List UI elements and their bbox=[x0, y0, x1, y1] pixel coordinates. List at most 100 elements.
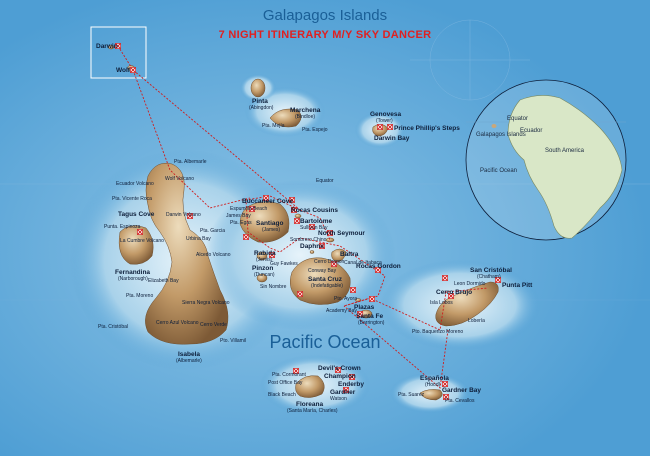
label-genovesa: Genovesa bbox=[370, 111, 401, 118]
label-champion: Champion bbox=[324, 373, 356, 380]
label-enderby: Enderby bbox=[338, 381, 364, 388]
label-sombrero-chino: Sombrero Chino bbox=[290, 237, 327, 243]
label-isla-lobos: Isla Lobos bbox=[430, 300, 453, 306]
label-alcedo: Alcedo Volcano bbox=[196, 252, 231, 258]
island-daphne bbox=[309, 250, 315, 254]
inset-equator: Equator bbox=[507, 116, 528, 122]
label-pta-suarez: Pta. Suarez bbox=[398, 392, 425, 398]
label-post-office-bay: Post Office Bay bbox=[268, 380, 303, 386]
island-fernandina bbox=[118, 225, 154, 265]
inset-south-america: South America bbox=[545, 148, 585, 154]
label-floreana-sub: (Santa María, Charles) bbox=[287, 408, 338, 414]
island-bartolome bbox=[294, 213, 302, 219]
island-north-seymour bbox=[325, 237, 335, 243]
darwin-wolf-inset-box bbox=[90, 26, 147, 79]
label-daphne: Daphne bbox=[300, 243, 324, 250]
label-espumilla: Espumilla Beach bbox=[230, 206, 267, 212]
label-gardner-floreana: Gardner bbox=[330, 389, 356, 396]
label-cerro-azul: Cerro Azul Volcano bbox=[156, 320, 199, 326]
island-espanola bbox=[419, 389, 443, 401]
label-princes-steps: Prince Phillip's Steps bbox=[394, 125, 460, 132]
inset-globe: Equator Galapagos Islands Ecuador South … bbox=[465, 79, 627, 241]
site-labels: Prince Phillip's Steps Darwin Bay Buccan… bbox=[98, 123, 533, 404]
label-santa-fe: Santa Fe bbox=[356, 313, 383, 320]
label-wolf: Wolf bbox=[116, 67, 131, 74]
label-bartolome: Bartolome bbox=[300, 218, 333, 225]
south-america-landmass bbox=[507, 95, 623, 239]
label-watson: Watson bbox=[330, 396, 347, 402]
label-pta-mejia: Pta. Mejía bbox=[262, 123, 285, 129]
island-pinta bbox=[250, 78, 266, 98]
label-pinta: Pinta bbox=[252, 98, 268, 105]
label-rabida: Rabida bbox=[254, 250, 276, 257]
label-pta-garcia: Pta. Garcia bbox=[200, 228, 225, 234]
label-sullivan-bay: Sullivan Bay bbox=[300, 225, 328, 231]
label-cerro-dragon: Cerro Dragon bbox=[314, 259, 345, 265]
label-santa-cruz-sub: (Indefatigable) bbox=[311, 283, 343, 289]
inset-pacific: Pacific Ocean bbox=[480, 168, 517, 174]
label-santiago: Santiago bbox=[256, 220, 283, 227]
itinerary-subtitle: 7 NIGHT ITINERARY M/Y SKY DANCER bbox=[219, 29, 432, 41]
label-san-cristobal: San Cristóbal bbox=[470, 267, 512, 274]
label-cerro-brujo: Cerro Brujo bbox=[436, 289, 472, 296]
islands bbox=[107, 44, 499, 401]
label-pinta-sub: (Abingdon) bbox=[249, 105, 274, 111]
label-san-cristobal-sub: (Chatham) bbox=[477, 274, 501, 280]
label-santiago-sub: (James) bbox=[262, 227, 280, 233]
cruise-route bbox=[117, 45, 489, 389]
label-darwin: Darwin bbox=[96, 43, 118, 50]
label-la-cumbre: La Cumbre Volcano bbox=[120, 238, 164, 244]
label-pto-baquerizo: Pto. Baquerizo Moreno bbox=[412, 329, 463, 335]
inset-galapagos: Galapagos Islands bbox=[476, 132, 526, 138]
inset-ecuador: Ecuador bbox=[520, 128, 542, 134]
label-fernandina-sub: (Narborough) bbox=[118, 276, 148, 282]
island-baltra bbox=[331, 248, 347, 263]
label-rabida-sub: (Jervis) bbox=[256, 257, 273, 263]
equator-label: Equator bbox=[316, 178, 334, 184]
label-sierra-negra: Sierra Negra Volcano bbox=[182, 300, 230, 306]
label-isabela: Isabela bbox=[178, 351, 200, 358]
label-fernandina: Fernandina bbox=[115, 269, 150, 276]
island-rabida bbox=[256, 251, 268, 261]
label-guy-fawkes: Guy Fawkes bbox=[270, 261, 298, 267]
label-buccaneer-cove: Buccaneer Cove bbox=[242, 198, 293, 205]
label-darwin-volcano: Darwin Volcano bbox=[166, 212, 201, 218]
compass-rose bbox=[410, 19, 530, 101]
label-punta-pitt: Punta Pitt bbox=[502, 282, 533, 289]
label-espanola: Española bbox=[420, 375, 449, 382]
label-pinzon-sub: (Duncan) bbox=[254, 272, 275, 278]
label-genovesa-sub: (Tower) bbox=[376, 118, 393, 124]
label-santa-cruz: Santa Cruz bbox=[308, 276, 343, 283]
label-pta-cevallos: Pta. Cevallos bbox=[445, 398, 475, 404]
label-pta-vicente-roca: Pta. Vicente Roca bbox=[112, 196, 152, 202]
label-pta-cormorant: Pta. Cormorant bbox=[272, 372, 307, 378]
label-canal-itabaca: Canal de Itabaca bbox=[344, 260, 382, 266]
island-labels: Darwin Wolf Pinta (Abingdon) Marchena (B… bbox=[96, 43, 512, 414]
island-darwin bbox=[107, 44, 115, 50]
island-pinzon bbox=[256, 273, 268, 283]
label-pta-ayora: Pto. Ayora bbox=[334, 296, 357, 302]
label-pinzon: Pinzon bbox=[252, 265, 273, 272]
label-urbina-bay: Urbina Bay bbox=[186, 236, 211, 242]
island-isabela bbox=[145, 163, 229, 345]
label-tagus-cove: Tagus Cove bbox=[118, 211, 155, 218]
label-conway-bay: Conway Bay bbox=[308, 268, 337, 274]
ocean-label: Pacific Ocean bbox=[269, 332, 380, 352]
label-north-seymour: North Seymour bbox=[318, 230, 365, 237]
label-loberia: Lobería bbox=[468, 318, 485, 324]
label-academy-bay: Academy Bay bbox=[326, 308, 357, 314]
label-marchena-sub: (Bindloe) bbox=[295, 114, 315, 120]
label-pta-espejo: Pta. Espejo bbox=[302, 127, 328, 133]
label-isabela-sub: (Albemarle) bbox=[176, 358, 202, 364]
label-james-bay: James Bay bbox=[226, 213, 251, 219]
label-pta-albemarle: Pta. Albemarle bbox=[174, 159, 207, 165]
map-title: Galapagos Islands bbox=[263, 7, 387, 24]
label-santa-fe-sub: (Barrington) bbox=[358, 320, 385, 326]
label-rocas-cousins: Rocas Cousins bbox=[291, 207, 338, 214]
label-plazas: Plazas bbox=[354, 304, 375, 311]
label-cerro-verde: Cerro Verde bbox=[200, 322, 227, 328]
label-wolf-volcano: Wolf Volcano bbox=[165, 176, 194, 182]
label-espanola-sub: (Hood) bbox=[425, 382, 441, 388]
label-floreana: Floreana bbox=[296, 401, 323, 408]
